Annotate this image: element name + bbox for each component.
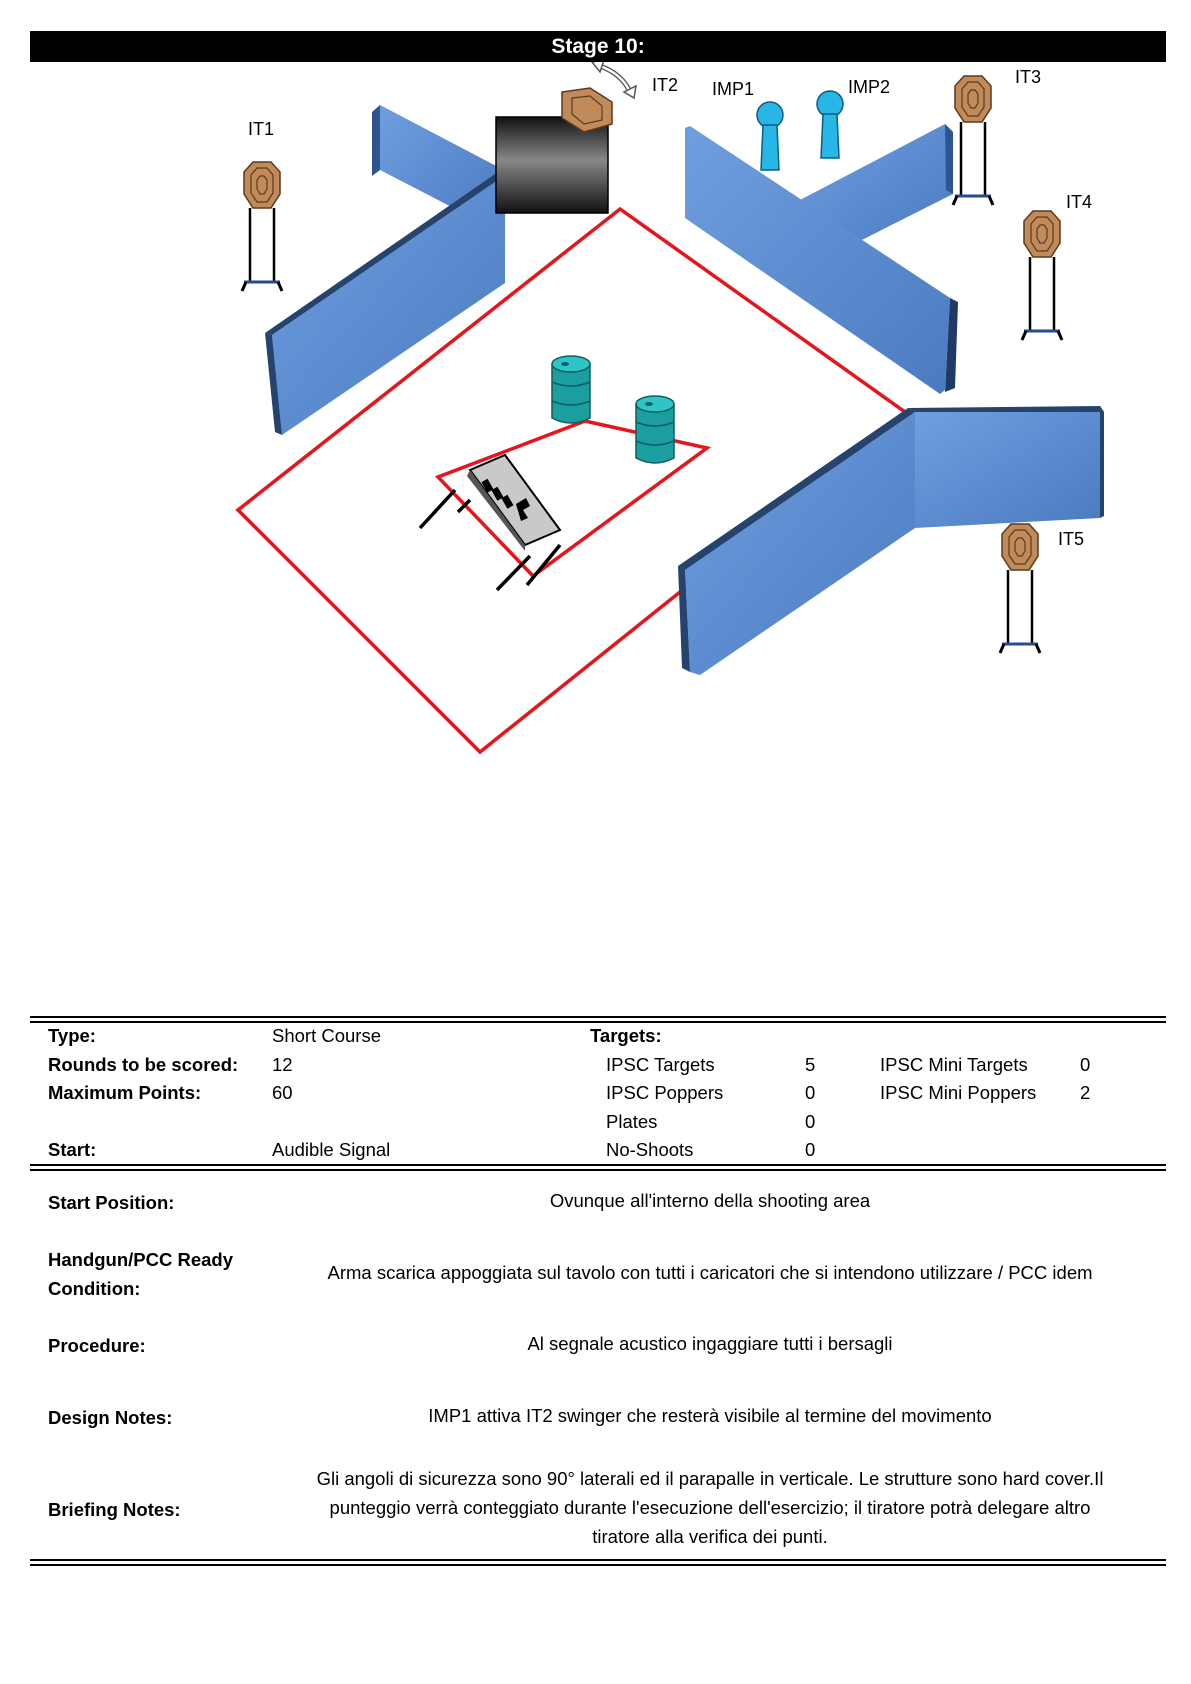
barrel-right — [635, 395, 675, 464]
rounds-label: Rounds to be scored: — [48, 1054, 239, 1075]
wall-right-front — [685, 126, 958, 394]
start-position-value: Ovunque all'interno della shooting area — [549, 1190, 871, 1211]
it2-label: IT2 — [652, 75, 678, 95]
it3-label: IT3 — [1015, 67, 1041, 87]
start-position-label: Start Position: — [48, 1192, 175, 1213]
ipsc-poppers-value: 0 — [805, 1082, 816, 1103]
swing-arrow-icon — [591, 62, 637, 100]
it4-label: IT4 — [1066, 192, 1092, 212]
wall-bottom-right-diagonal — [678, 408, 915, 675]
procedure-value: Al segnale acustico ingaggiare tutti i b… — [527, 1333, 893, 1354]
it5-label: IT5 — [1058, 529, 1084, 549]
wall-left-front — [265, 172, 505, 435]
cover-box — [495, 116, 609, 214]
wall-bottom-right-straight — [908, 406, 1104, 528]
mini-poppers-value: 2 — [1080, 1082, 1091, 1103]
summary-top-rule-1 — [30, 1016, 1166, 1018]
briefing-notes-label: Briefing Notes: — [48, 1499, 181, 1520]
points-value: 60 — [272, 1082, 293, 1103]
imp2-label: IMP2 — [848, 77, 890, 97]
imp2-popper — [816, 90, 844, 159]
barrel-left — [551, 355, 591, 424]
noshoots-value: 0 — [805, 1139, 816, 1160]
plates-label: Plates — [606, 1111, 658, 1132]
plates-value: 0 — [805, 1111, 816, 1132]
summary-bottom-rule-1 — [30, 1164, 1166, 1166]
briefing-notes-line3: tiratore alla verifica dei punti. — [592, 1526, 828, 1547]
type-value: Short Course — [272, 1025, 381, 1046]
noshoots-label: No-Shoots — [606, 1139, 694, 1160]
ready-condition-label-line2: Condition: — [48, 1278, 141, 1299]
mini-poppers-label: IPSC Mini Poppers — [880, 1082, 1037, 1103]
stage-title: Stage 10: — [30, 31, 1166, 62]
rounds-value: 12 — [272, 1054, 293, 1075]
targets-label: Targets: — [590, 1025, 662, 1046]
it1-label: IT1 — [248, 119, 274, 139]
type-label: Type: — [48, 1025, 96, 1046]
mini-targets-value: 0 — [1080, 1054, 1091, 1075]
briefing-notes-line2: punteggio verrà conteggiato durante l'es… — [329, 1497, 1091, 1518]
imp1-label: IMP1 — [712, 79, 754, 99]
imp1-popper — [756, 101, 784, 171]
it3-target — [951, 74, 995, 207]
ready-condition-label-line1: Handgun/PCC Ready — [48, 1249, 234, 1270]
it5-target — [998, 522, 1042, 655]
design-notes-value: IMP1 attiva IT2 swinger che resterà visi… — [428, 1405, 992, 1426]
shooting-area-outline — [235, 206, 908, 755]
ipsc-poppers-label: IPSC Poppers — [606, 1082, 724, 1103]
design-notes-label: Design Notes: — [48, 1407, 173, 1428]
mini-targets-label: IPSC Mini Targets — [880, 1054, 1028, 1075]
details-bottom-rule-1 — [30, 1559, 1166, 1561]
procedure-label: Procedure: — [48, 1335, 146, 1356]
ipsc-targets-value: 5 — [805, 1054, 816, 1075]
ready-condition-value: Arma scarica appoggiata sul tavolo con t… — [327, 1262, 1093, 1283]
start-value: Audible Signal — [272, 1139, 391, 1160]
it2-swinger-target — [561, 87, 613, 133]
briefing-notes-line1: Gli angoli di sicurezza sono 90° lateral… — [316, 1468, 1104, 1489]
ipsc-targets-label: IPSC Targets — [606, 1054, 715, 1075]
start-table — [418, 453, 562, 592]
summary-bottom-rule-2 — [30, 1169, 1166, 1171]
details-bottom-rule-2 — [30, 1564, 1166, 1566]
summary-top-rule-2 — [30, 1021, 1166, 1023]
points-label: Maximum Points: — [48, 1082, 202, 1103]
stage-diagram: IT1 IT2 IMP1 IMP2 IT3 IT4 IT5 — [235, 62, 1104, 755]
it4-target — [1020, 209, 1064, 342]
start-label: Start: — [48, 1139, 97, 1160]
it1-target — [240, 160, 284, 293]
wall-right-back — [800, 124, 953, 246]
